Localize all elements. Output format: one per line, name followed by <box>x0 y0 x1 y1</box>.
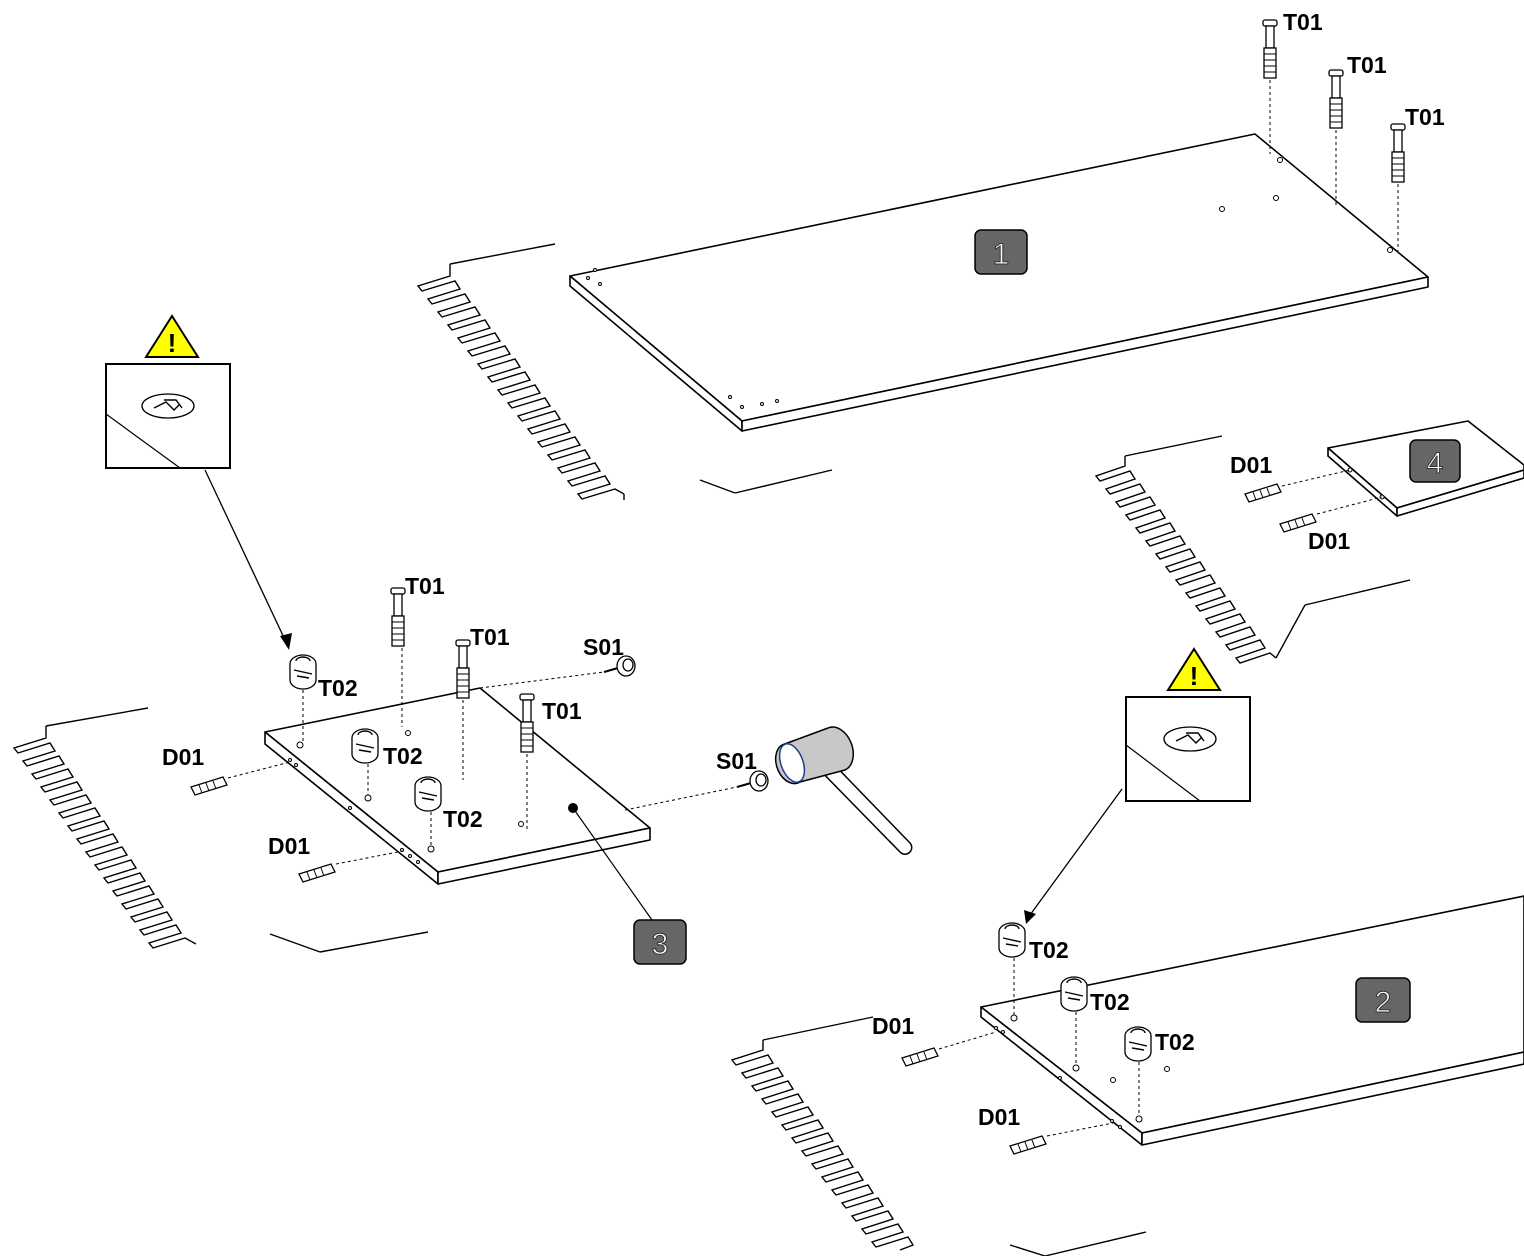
panel-1-board <box>569 133 1429 432</box>
warning-sign-left: ! <box>144 314 200 358</box>
panel-2-side-graphic <box>730 1016 1147 1256</box>
svg-text:2: 2 <box>1375 986 1392 1019</box>
t02-label: T02 <box>1090 989 1130 1015</box>
panel-2-dowels: D01 D01 <box>872 1013 1114 1155</box>
warning-sign-right: ! <box>1166 647 1222 691</box>
d01-label: D01 <box>978 1104 1020 1130</box>
d01-label: D01 <box>162 744 204 770</box>
d01-label: D01 <box>1308 528 1350 554</box>
t01-label: T01 <box>1405 104 1445 130</box>
s01-label: S01 <box>583 634 624 660</box>
svg-text:3: 3 <box>652 928 669 961</box>
panel-1-cam-bolts: T01 T01 T01 <box>1262 9 1445 256</box>
t01-label: T01 <box>542 698 582 724</box>
t02-label: T02 <box>443 806 483 832</box>
d01-label: D01 <box>1230 452 1272 478</box>
rubber-mallet-icon <box>774 726 913 855</box>
svg-text:4: 4 <box>1427 447 1444 480</box>
d01-label: D01 <box>268 833 310 859</box>
inset-arrow-left <box>204 469 292 650</box>
inset-arrow-right <box>1024 788 1123 924</box>
t01-label: T01 <box>1347 52 1387 78</box>
panel-3-cam-bolts: T01 T01 T01 <box>390 573 582 830</box>
panel-3-badge: 3 <box>572 807 687 965</box>
svg-text:!: ! <box>1190 661 1199 691</box>
panel-3-dowels: D01 D01 <box>162 744 404 883</box>
t01-label: T01 <box>405 573 445 599</box>
svg-text:!: ! <box>168 328 177 358</box>
panel-4-badge: 4 <box>1409 439 1461 483</box>
panel-1-badge: 1 <box>974 229 1028 275</box>
panel-2-cam-locks: T02 T02 T02 <box>998 922 1195 1116</box>
panel-2-board <box>980 895 1524 1146</box>
panel-4-side-graphic <box>1094 435 1411 664</box>
cam-lock-inset-left <box>105 363 231 469</box>
d01-label: D01 <box>872 1013 914 1039</box>
s01-label: S01 <box>716 748 757 774</box>
t02-label: T02 <box>383 743 423 769</box>
t02-label: T02 <box>1155 1029 1195 1055</box>
cam-lock-inset-right <box>1125 696 1251 802</box>
panel-3-board <box>264 687 651 885</box>
t02-label: T02 <box>1029 937 1069 963</box>
panel-1-side-graphic <box>416 243 833 500</box>
panel-3-cam-locks: T02 T02 T02 <box>289 654 483 846</box>
svg-text:1: 1 <box>993 238 1010 271</box>
panel-2-badge: 2 <box>1355 977 1411 1023</box>
t01-label: T01 <box>1283 9 1323 35</box>
panel-4-dowels: D01 D01 <box>1230 452 1383 554</box>
t01-label: T01 <box>470 624 510 650</box>
panel-3-side-graphic <box>12 707 429 953</box>
panel-3-studs: S01 S01 <box>479 634 769 811</box>
t02-label: T02 <box>318 675 358 701</box>
